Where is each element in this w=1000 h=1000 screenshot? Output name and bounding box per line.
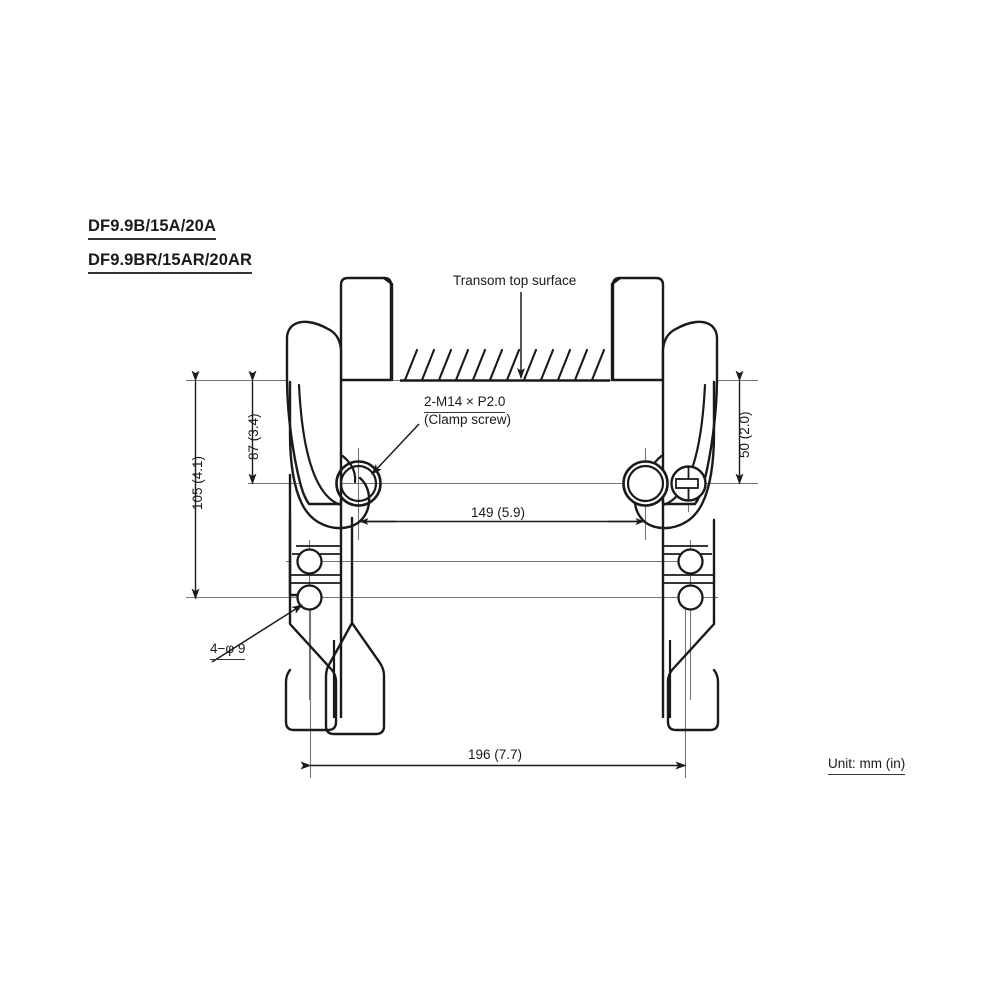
left-inner-curve [297, 383, 343, 507]
left-leg [324, 516, 386, 736]
transom-surface-label: Transom top surface [453, 273, 577, 288]
clamp-screw-spec-label: 2-M14 × P2.0 [424, 393, 506, 414]
leader-clamp-screw [371, 423, 420, 475]
right-leg-outline [666, 518, 720, 732]
leader-mount-holes [211, 604, 303, 663]
transom-hatch-marks [403, 348, 606, 382]
mounting-holes-label: 4−φ 9 [210, 640, 246, 661]
left-clamp-screw-hole [335, 460, 382, 507]
left-boss-fillet [339, 453, 357, 484]
left-clamp-body [288, 380, 371, 530]
right-screw-head-detail [670, 465, 707, 502]
dimension-overall-height: 105 (4.1) [190, 455, 205, 510]
clamp-screw-sublabel: (Clamp screw) [424, 412, 512, 427]
right-clamp-screw-hole [622, 460, 669, 507]
dimension-overall-width: 196 (7.7) [468, 747, 523, 762]
left-bracket-outline [285, 276, 394, 597]
dimension-bolt-spacing: 149 (5.9) [471, 505, 526, 520]
model-title-line-2: DF9.9BR/15AR/20AR [88, 251, 253, 274]
unit-label: Unit: mm (in) [828, 755, 906, 776]
model-title-line-1: DF9.9B/15A/20A [88, 217, 216, 240]
dimension-transom-to-bolt: 50 (2.0) [737, 411, 752, 458]
right-mounting-holes [677, 548, 704, 611]
dimension-clamp-height: 87 (3.4) [246, 413, 261, 460]
left-mounting-holes [296, 548, 323, 611]
left-leg-outline [284, 518, 338, 732]
